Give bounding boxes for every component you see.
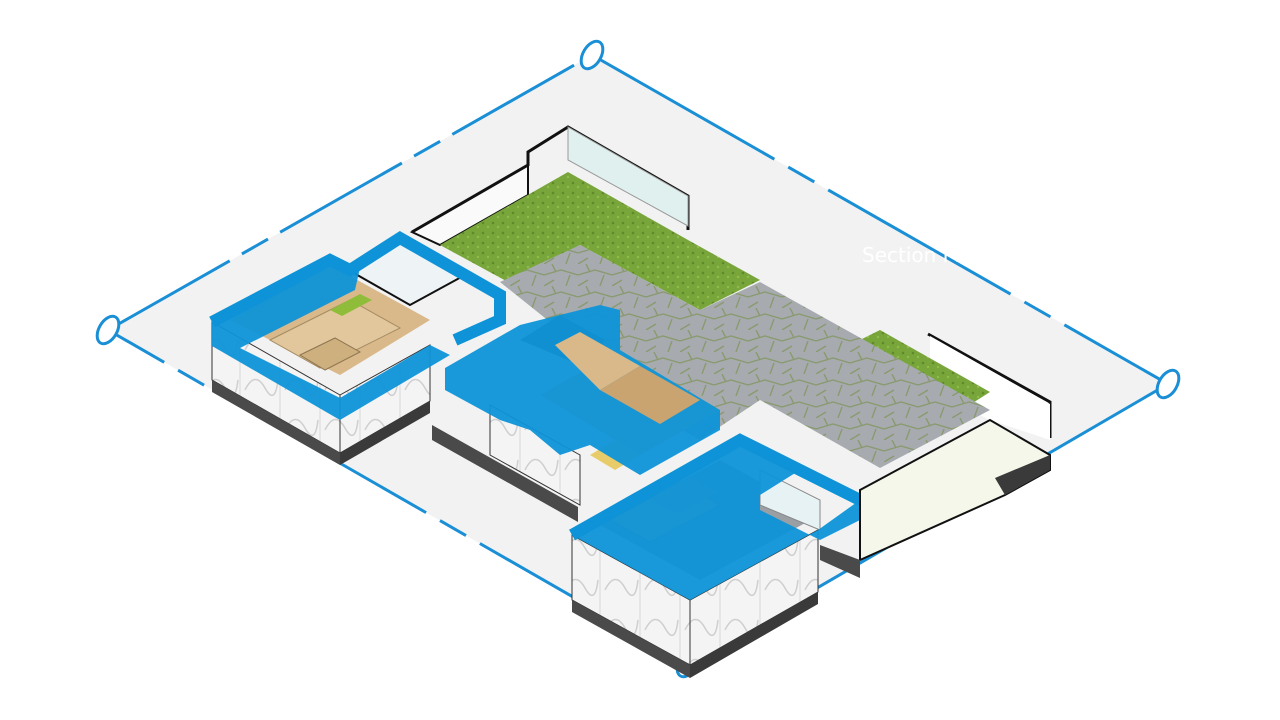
grip-handle-top (579, 39, 605, 71)
section-plane-label: Section Plane (862, 243, 998, 267)
grip-handle-right (1155, 368, 1181, 400)
module-middle[interactable] (432, 305, 720, 522)
grip-handle-left (95, 314, 121, 346)
boundary-walls (409, 125, 1052, 440)
stone-paving (500, 245, 990, 468)
module-front[interactable] (569, 433, 863, 678)
module-left[interactable] (209, 230, 506, 465)
module-right-end (820, 418, 1051, 578)
